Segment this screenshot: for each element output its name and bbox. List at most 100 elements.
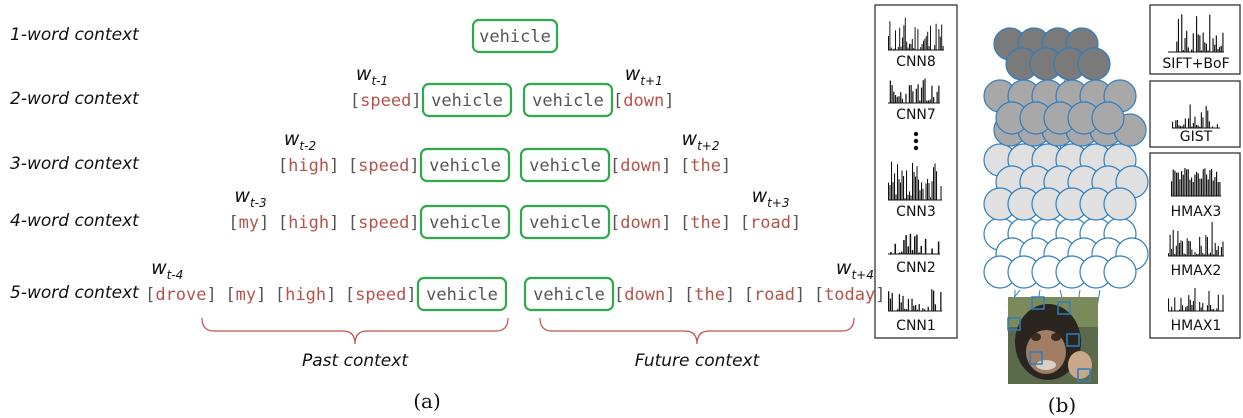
chimp-image — [1007, 296, 1098, 384]
network-node — [1077, 47, 1111, 81]
future-w-label: wt+4 — [836, 257, 874, 282]
context-braces: Past context Future context — [201, 317, 855, 371]
past-center-box — [419, 204, 511, 240]
past-context-word: [drove] — [145, 285, 217, 305]
network-node — [1091, 101, 1125, 135]
panel-b-feature-network: CNN8 CNN7 CNN3 CNN2 CNN1 SIFT+BoF GIST H… — [874, 4, 1241, 417]
past-center-word: vehicle — [426, 285, 498, 305]
future-context-word: [the] — [684, 285, 735, 305]
histogram-gist — [1172, 104, 1220, 129]
label-gist: GIST — [1180, 129, 1213, 145]
feature-labels: CNN8 CNN7 CNN3 CNN2 CNN1 SIFT+BoF GIST H… — [896, 54, 1229, 334]
histogram-cnn1 — [888, 289, 942, 312]
past-w-label: wt-4 — [151, 257, 183, 282]
ellipsis-dots-icon — [913, 131, 919, 151]
histogram-sift-bof — [1168, 14, 1224, 53]
past-w-label: wt-3 — [234, 185, 266, 210]
past-w-label: wt-2 — [284, 128, 316, 153]
future-center-word: vehicle — [529, 213, 601, 233]
past-context-word: [high] — [275, 285, 336, 305]
future-w-label: wt+1 — [625, 63, 663, 88]
past-context-brace — [201, 317, 509, 345]
past-center-box — [419, 147, 511, 183]
caption-b: (b) — [1048, 393, 1076, 417]
word-row-3: vehicle [speed] [high] vehicle [down] [the] wt… — [278, 128, 731, 183]
row-labels: 1-word context 2-word context 3-word con… — [10, 25, 140, 303]
label-cnn1: CNN1 — [896, 318, 936, 334]
right-feature-box-sift — [1149, 4, 1241, 75]
future-center-box — [523, 276, 615, 312]
label-cnn2: CNN2 — [896, 260, 936, 276]
left-feature-box — [874, 4, 958, 339]
past-center-word: vehicle — [429, 213, 501, 233]
word-rows: vehicle vehicle [speed] vehicle [down] wt-1 wt… — [145, 18, 886, 312]
label-cnn3: CNN3 — [896, 204, 936, 220]
future-center-box — [519, 204, 611, 240]
future-context-word: [road] — [744, 285, 805, 305]
future-context-word: [down] — [614, 285, 675, 305]
past-context-word: [speed] — [350, 91, 422, 111]
right-feature-box-hmax — [1149, 152, 1241, 339]
network-node — [1103, 255, 1137, 289]
word-row-2: vehicle [speed] vehicle [down] wt-1 wt+1 — [350, 63, 674, 118]
past-context-word: [high] — [278, 213, 339, 233]
future-center-word: vehicle — [529, 156, 601, 176]
network-node — [1103, 187, 1137, 221]
past-context-label: Past context — [302, 351, 409, 371]
past-context-word: [my] — [228, 213, 269, 233]
future-context-brace — [539, 317, 855, 345]
row-label-4: 4-word context — [10, 211, 140, 231]
label-hmax2: HMAX2 — [1171, 263, 1222, 279]
past-w-label: wt-1 — [356, 63, 388, 88]
histogram-hmax2 — [1168, 222, 1224, 257]
future-context-word: [the] — [680, 156, 731, 176]
future-center-box — [519, 147, 611, 183]
past-center-box — [416, 276, 508, 312]
future-context-word: [down] — [610, 213, 671, 233]
future-context-word: [road] — [740, 213, 801, 233]
future-center-word: vehicle — [532, 91, 604, 111]
word-row-4: vehicle [speed] [high] [my] vehicle [down] [th… — [228, 185, 801, 240]
caption-a: (a) — [413, 389, 441, 413]
row-label-3: 3-word context — [10, 154, 140, 174]
panel-a-context-diagram: 1-word context 2-word context 3-word con… — [10, 18, 886, 413]
histogram-hmax3 — [1171, 167, 1221, 197]
label-cnn8: CNN8 — [896, 54, 936, 70]
word-row-1: vehicle — [471, 18, 559, 54]
right-feature-box-gist — [1149, 80, 1241, 148]
label-sift-bof: SIFT+BoF — [1162, 56, 1229, 72]
past-center-word: vehicle — [429, 156, 501, 176]
histogram-cnn7 — [888, 78, 940, 104]
histogram-cnn3 — [888, 161, 942, 201]
label-cnn7: CNN7 — [896, 107, 936, 123]
feature-histograms — [888, 14, 1224, 312]
past-context-word: [high] — [278, 156, 339, 176]
future-w-label: wt+3 — [752, 185, 790, 210]
past-center-box — [421, 82, 513, 118]
past-context-word: [speed] — [348, 213, 420, 233]
future-context-word: [down] — [613, 91, 674, 111]
past-context-word: [my] — [225, 285, 266, 305]
past-context-word: [speed] — [345, 285, 417, 305]
label-hmax1: HMAX1 — [1171, 318, 1222, 334]
row-label-1: 1-word context — [10, 25, 140, 45]
center-word: vehicle — [479, 27, 551, 47]
future-center-word: vehicle — [533, 285, 605, 305]
past-context-word: [speed] — [348, 156, 420, 176]
future-context-word: [today] — [814, 285, 886, 305]
histogram-hmax1 — [1168, 288, 1224, 312]
future-context-word: [the] — [680, 213, 731, 233]
past-center-word: vehicle — [431, 91, 503, 111]
label-hmax3: HMAX3 — [1171, 204, 1222, 220]
row-label-5: 5-word context — [10, 283, 140, 303]
word-row-5: vehicle [speed] [high] [my] [drove] vehicle [d… — [145, 257, 886, 312]
future-context-label: Future context — [635, 351, 761, 371]
row-label-2: 2-word context — [10, 89, 140, 109]
future-center-box — [522, 82, 614, 118]
future-w-label: wt+2 — [682, 128, 720, 153]
histogram-cnn2 — [888, 233, 940, 255]
future-context-word: [down] — [610, 156, 671, 176]
histogram-cnn8 — [888, 17, 944, 51]
center-word-box — [471, 18, 559, 54]
